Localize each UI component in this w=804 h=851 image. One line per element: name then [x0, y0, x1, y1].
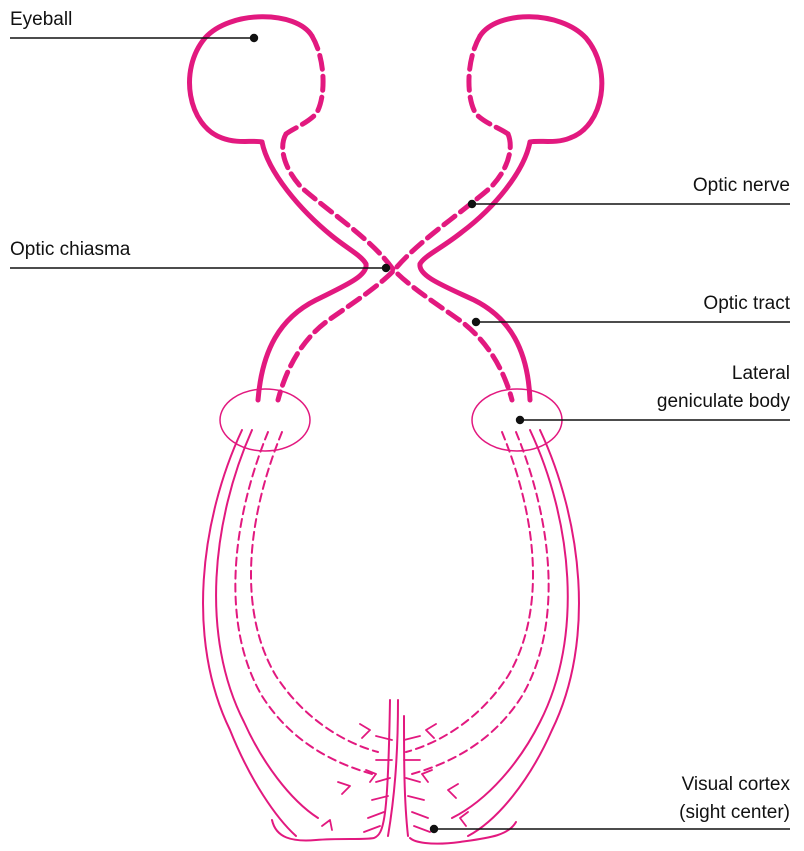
lateral-geniculate-label-line2: geniculate body	[657, 390, 790, 414]
lateral-geniculate-label-line1: Lateral	[732, 362, 790, 386]
visual-cortex-leader-dot	[431, 826, 438, 833]
optic-tract-leader-dot	[473, 319, 480, 326]
right-visual-cortex	[410, 822, 516, 844]
left-radiation-dashed-1	[235, 432, 372, 774]
visual-cortex-label-line2: (sight center)	[679, 801, 790, 825]
left-eyeball-retina-dashed	[286, 36, 323, 134]
right-radiation-dashed-1	[412, 432, 549, 774]
left-visual-cortex	[272, 700, 390, 840]
optic-nerve-label: Optic nerve	[693, 174, 790, 198]
right-radiation-dashed-2	[406, 432, 533, 752]
left-optic-nerve-outer	[262, 142, 366, 264]
left-radiation-outer-1	[203, 430, 296, 836]
left-radiation-outer-2	[216, 430, 318, 818]
left-lateral-geniculate-body	[220, 389, 310, 451]
optic-tract-label: Optic tract	[703, 292, 790, 316]
optic-nerve-leader-dot	[469, 201, 476, 208]
right-radiation-outer-1	[468, 430, 579, 836]
visual-cortex-label-line1: Visual cortex	[682, 773, 790, 797]
right-eyeball-retina-dashed	[469, 36, 508, 134]
optic-chiasma-label: Optic chiasma	[10, 238, 130, 262]
midline-fissure	[388, 700, 408, 836]
left-radiation-dashed-2	[251, 432, 378, 752]
optic-chiasma-leader-dot	[383, 265, 390, 272]
lateral-geniculate-leader-dot	[517, 417, 524, 424]
right-eyeball	[480, 17, 602, 142]
right-radiation-outer-2	[452, 430, 568, 818]
eyeball-label: Eyeball	[10, 8, 72, 32]
eyeball-leader-dot	[251, 35, 258, 42]
left-optic-tract-outer	[258, 264, 366, 400]
